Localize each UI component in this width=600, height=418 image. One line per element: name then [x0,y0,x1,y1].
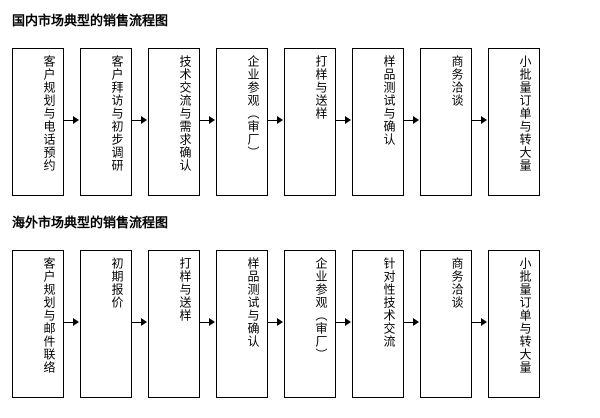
flow-arrow-4-icon [268,48,284,196]
flow-node-1-inner: 客户规划与电话预约 [13,49,63,195]
flow-node-7-label: 商务洽谈 [450,55,464,107]
flow2-node-2[interactable]: 初期报价 [80,250,132,398]
flow2-node-8-label: 小批量订单与转大量 [518,257,532,374]
flow-lead-in-spacer-2 [0,250,12,398]
flow-node-2-inner: 客户拜访与初步调研 [81,49,131,195]
flow2-node-4[interactable]: 样品测试与确认 [216,250,268,398]
flow-lead-in-spacer [0,48,12,196]
flow-node-3-inner: 技术交流与需求确认 [149,49,199,195]
flow2-node-2-label: 初期报价 [110,257,124,309]
flow2-node-6-label: 针对性技术交流 [382,257,396,348]
flow2-node-5[interactable]: 企业参观（审厂） [284,250,336,398]
flow2-node-8[interactable]: 小批量订单与转大量 [488,250,540,398]
flow2-node-5-inner: 企业参观（审厂） [285,251,335,397]
flow2-node-6-inner: 针对性技术交流 [353,251,403,397]
flow-arrow-6-icon [404,48,420,196]
flow-node-4-label: 企业参观（审厂） [246,55,260,159]
flow-node-2-label: 客户拜访与初步调研 [110,55,124,172]
flow-node-1[interactable]: 客户规划与电话预约 [12,48,64,196]
flow-node-6-label: 样品测试与确认 [382,55,396,146]
flow2-arrow-6-icon [404,250,420,398]
flow-arrow-7-icon [472,48,488,196]
flow-node-8-label: 小批量订单与转大量 [518,55,532,172]
flow2-node-6[interactable]: 针对性技术交流 [352,250,404,398]
flow-node-7-inner: 商务洽谈 [421,49,471,195]
flow2-arrow-2-icon [132,250,148,398]
flow-node-4-inner: 企业参观（审厂） [217,49,267,195]
flow-arrow-2-icon [132,48,148,196]
flow-arrow-1-icon [64,48,80,196]
flow-node-5-inner: 打样与送样 [285,49,335,195]
flow2-node-7[interactable]: 商务洽谈 [420,250,472,398]
flowchart-overseas: 客户规划与邮件联络 初期报价 打样与送样 样品测试与确认 企业参观（审厂） 针对… [0,250,540,398]
flow-node-2[interactable]: 客户拜访与初步调研 [80,48,132,196]
flow-arrow-3-icon [200,48,216,196]
flow2-node-4-inner: 样品测试与确认 [217,251,267,397]
flow2-arrow-3-icon [200,250,216,398]
flow-node-4[interactable]: 企业参观（审厂） [216,48,268,196]
page-title-domestic: 国内市场典型的销售流程图 [12,14,169,29]
flow2-node-3[interactable]: 打样与送样 [148,250,200,398]
flow-node-5-label: 打样与送样 [314,55,328,120]
flow-node-8[interactable]: 小批量订单与转大量 [488,48,540,196]
flow-node-3[interactable]: 技术交流与需求确认 [148,48,200,196]
flow-node-8-inner: 小批量订单与转大量 [489,49,539,195]
flow2-arrow-4-icon [268,250,284,398]
flow2-arrow-7-icon [472,250,488,398]
flowchart-domestic: 客户规划与电话预约 客户拜访与初步调研 技术交流与需求确认 企业参观（审厂） 打… [0,48,540,196]
flow2-node-3-inner: 打样与送样 [149,251,199,397]
flow-node-6-inner: 样品测试与确认 [353,49,403,195]
flow2-node-5-label: 企业参观（审厂） [314,257,328,361]
flow2-node-2-inner: 初期报价 [81,251,131,397]
flow2-node-3-label: 打样与送样 [178,257,192,322]
flow2-node-1-label: 客户规划与邮件联络 [42,257,56,374]
flow2-arrow-5-icon [336,250,352,398]
flow-node-1-label: 客户规划与电话预约 [42,55,56,172]
flow2-node-7-label: 商务洽谈 [450,257,464,309]
flow-node-7[interactable]: 商务洽谈 [420,48,472,196]
flow2-node-1-inner: 客户规划与邮件联络 [13,251,63,397]
flow-node-6[interactable]: 样品测试与确认 [352,48,404,196]
flow2-node-1[interactable]: 客户规划与邮件联络 [12,250,64,398]
page-title-overseas: 海外市场典型的销售流程图 [12,216,169,231]
flow2-arrow-1-icon [64,250,80,398]
flow2-node-7-inner: 商务洽谈 [421,251,471,397]
flow-node-5[interactable]: 打样与送样 [284,48,336,196]
flow2-node-8-inner: 小批量订单与转大量 [489,251,539,397]
flow-arrow-5-icon [336,48,352,196]
flow-node-3-label: 技术交流与需求确认 [178,55,192,172]
flow2-node-4-label: 样品测试与确认 [246,257,260,348]
